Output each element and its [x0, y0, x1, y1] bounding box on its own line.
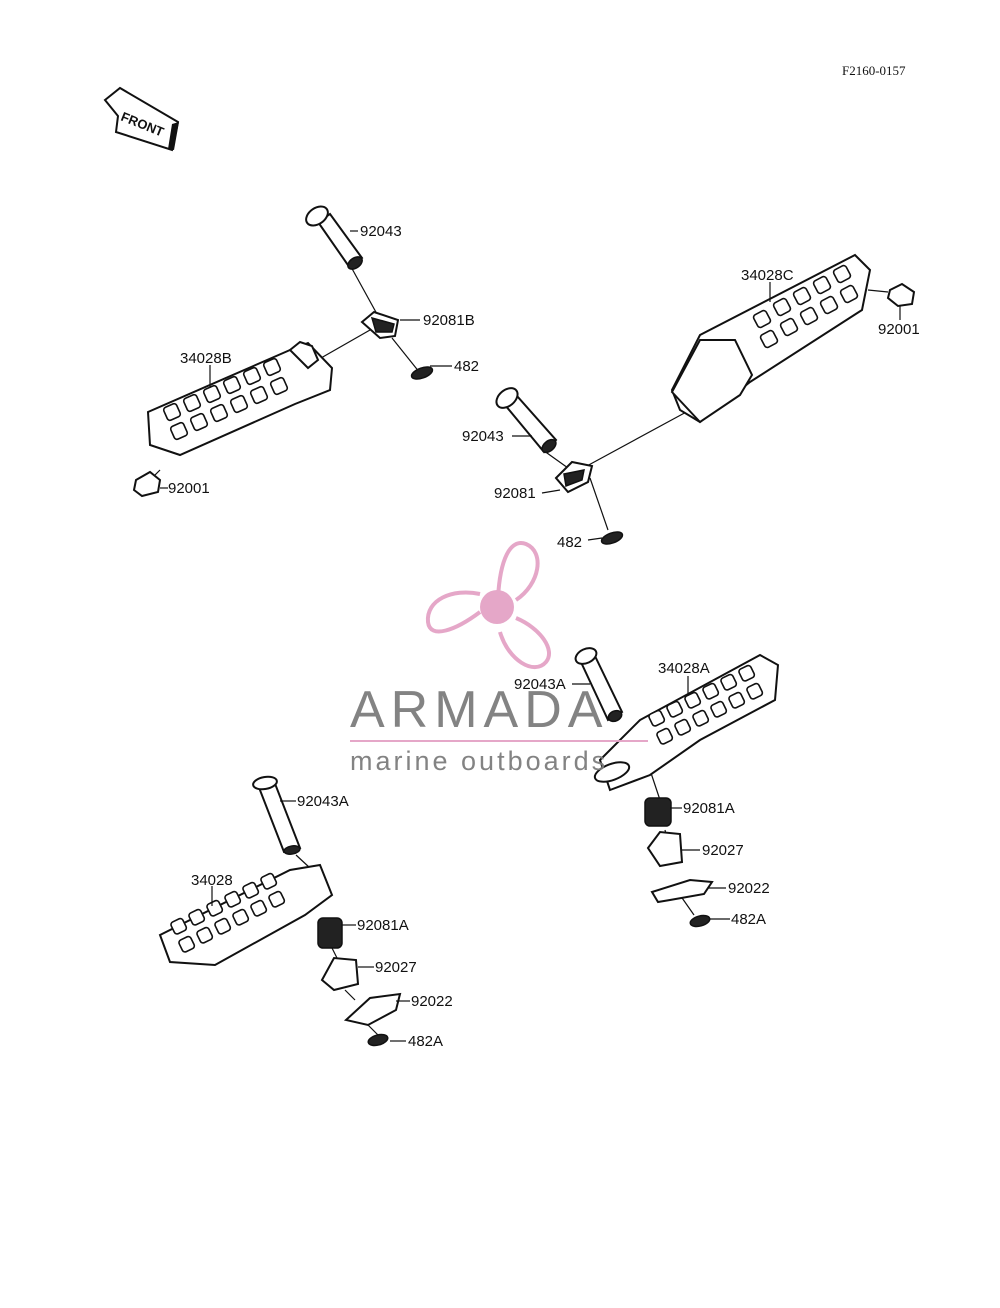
label-p1: 92043 [360, 223, 402, 240]
clip-482 [410, 366, 434, 380]
clip-482-right [600, 531, 624, 545]
pin-92043-right [495, 387, 558, 454]
pin-92043 [305, 205, 364, 270]
pin-92043A-left [252, 775, 302, 855]
label-p18: 34028 [191, 872, 233, 889]
assembly-top-left [132, 205, 434, 498]
figure-id: F2160-0157 [842, 63, 906, 78]
front-arrow: FRONT [103, 86, 180, 152]
nut-92001-right [886, 282, 916, 308]
label-p13: 92081A [683, 800, 735, 817]
label-p10: 482 [557, 534, 582, 551]
bracket-92027-left [320, 956, 360, 992]
label-p8: 92043 [462, 428, 504, 445]
label-p7: 92001 [878, 321, 920, 338]
spring-92081 [554, 460, 594, 494]
footpeg-34028C [670, 253, 872, 424]
spring-92081A-right [644, 797, 672, 827]
label-p16: 482A [731, 911, 766, 928]
label-p11: 92043A [514, 676, 566, 693]
label-p17: 92043A [297, 793, 349, 810]
watermark-title: ARMADA [350, 681, 608, 739]
watermark-subtitle: marine outboards [350, 746, 608, 776]
label-p21: 92022 [411, 993, 453, 1010]
spring-92081A-left [317, 917, 343, 949]
footpeg-34028A [593, 653, 780, 792]
footpeg-34028B [146, 340, 334, 457]
assembly-bottom-left [158, 775, 402, 1047]
clip-482A-left [367, 1033, 389, 1047]
footpeg-34028 [158, 863, 334, 967]
label-p4: 34028B [180, 350, 232, 367]
pin-92043A-right [574, 647, 624, 723]
armada-watermark: ARMADA marine outboards [350, 541, 648, 776]
plate-92022-right [650, 878, 714, 904]
propeller-logo [425, 541, 551, 670]
label-p19: 92081A [357, 917, 409, 934]
label-p22: 482A [408, 1033, 443, 1050]
label-p15: 92022 [728, 880, 770, 897]
assembly-middle-right [574, 647, 780, 928]
plate-92022-left [343, 992, 402, 1027]
nut-92001-left [132, 470, 162, 498]
label-p20: 92027 [375, 959, 417, 976]
label-p2: 92081B [423, 312, 475, 329]
label-p5: 92001 [168, 480, 210, 497]
label-p12: 34028A [658, 660, 710, 677]
label-p14: 92027 [702, 842, 744, 859]
spring-92081B [360, 310, 400, 340]
label-p9: 92081 [494, 485, 536, 502]
bracket-92027-right [646, 830, 684, 868]
clip-482A-right [689, 914, 711, 928]
part-labels: 92043 92081B 482 34028B 92001 34028C 920… [160, 223, 920, 1050]
assembly-top-right [495, 253, 916, 545]
label-p3: 482 [454, 358, 479, 375]
label-p6: 34028C [741, 267, 794, 284]
